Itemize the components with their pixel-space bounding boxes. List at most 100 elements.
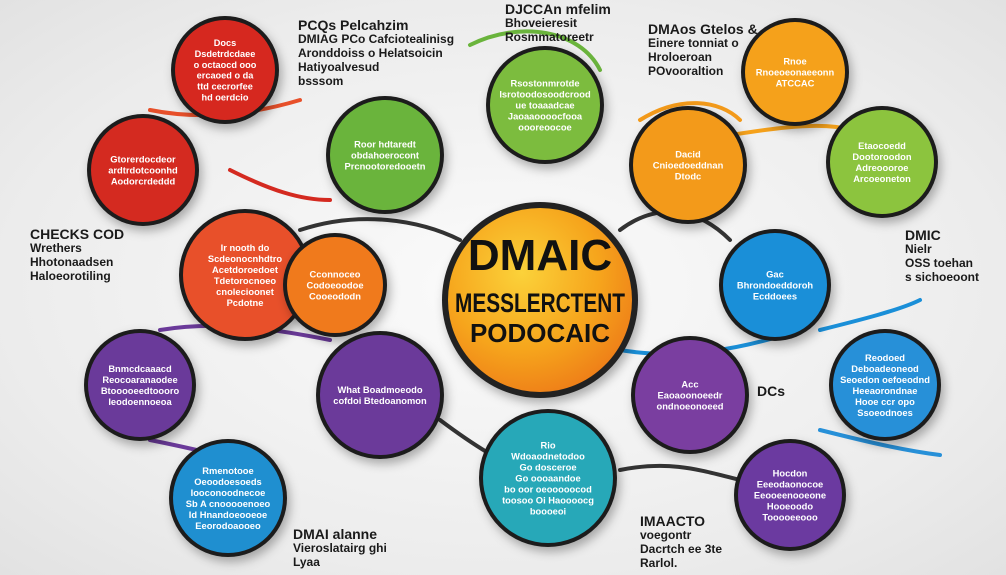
label-dcs: DCs	[757, 384, 785, 398]
node-text: Deboadeoneod	[851, 364, 919, 374]
node-green-left: Roor hdtaredtobdahoerocontPrcnootoredooe…	[326, 96, 444, 214]
node-text: Go oooaandoe	[515, 473, 580, 483]
node-text: Ecddoees	[753, 291, 797, 301]
node-text: Reocoaranaodee	[102, 375, 177, 385]
node-text: Wdoaodnetodoo	[511, 451, 585, 461]
node-text: Rsostonmrotde	[510, 78, 579, 88]
label-line: Hhotonaadsen	[30, 255, 114, 269]
node-text: Pcdotne	[227, 298, 264, 308]
label-line: Vieroslatairg ghi	[293, 541, 387, 555]
node-text: ondnoeonoeed	[657, 401, 724, 411]
label-line: IMAACTO	[640, 513, 706, 529]
node-orange-red: Ir nooth doScdeonocnhdtroAcetdoroedoetTd…	[179, 209, 311, 341]
connector-line	[818, 428, 942, 457]
node-text: Id Hnandoeooeoe	[189, 510, 267, 520]
node-fill	[183, 213, 307, 337]
label-line: Hroloeroan	[648, 50, 713, 64]
node-text: Acetdoroedoet	[212, 265, 278, 275]
node-fill	[483, 413, 613, 543]
node-text: Etaocoedd	[858, 141, 906, 151]
node-text: Bnmcdcaaacd	[108, 364, 172, 374]
node-purple-far-left: BnmcdcaaacdReocoaranaodeeBtooooeedtoooro…	[84, 329, 196, 441]
node-fill	[173, 443, 283, 553]
node-text: Gtorerdocdeor	[110, 154, 176, 164]
node-text: Isrotoodosoodcrood	[499, 89, 591, 99]
node-text: hd oerdcio	[202, 92, 249, 102]
node-text: Eaoaoonoeedr	[658, 390, 723, 400]
node-text: Dsdetrdcdaee	[195, 49, 256, 59]
node-text: Cooeododn	[309, 291, 361, 301]
label-line: DJCCAn mfelim	[505, 1, 611, 17]
node-text: Hooe ccr opo	[855, 397, 915, 407]
node-text: Hocdon	[773, 468, 808, 478]
node-text: Ir nooth do	[221, 243, 270, 253]
node-text: Tdetorocnoeo	[214, 276, 277, 286]
connector-line	[468, 29, 602, 72]
node-text: Eeorodoaooeo	[195, 521, 261, 531]
node-text: Rnoeoeonaeeonn	[756, 67, 835, 77]
node-text: boooeoi	[530, 506, 566, 516]
label-line: DMIC	[905, 227, 941, 243]
label-line: OSS toehan	[905, 256, 974, 270]
node-text: Rio	[540, 440, 555, 450]
node-fill	[723, 233, 827, 337]
center-node: DMAIC MESSLERCTENT PODOCAIC	[442, 202, 638, 398]
node-text: Eeeodaonocoe	[757, 479, 823, 489]
connector-line	[638, 101, 742, 122]
node-text: Arcoeoneton	[853, 174, 911, 184]
node-text: Cconnoceo	[310, 269, 361, 279]
node-text: Seoedon oefoeodnd	[840, 375, 930, 385]
node-text: Reodoed	[865, 353, 905, 363]
center-line-2: MESSLERCTENT	[455, 288, 625, 318]
label-line: s sichoeoont	[905, 270, 980, 284]
node-green-right: EtaocoeddDootoroodonAdreoooroeArcoeoneto…	[826, 106, 938, 218]
label-line: POvooraltion	[648, 64, 724, 78]
node-text: Gac	[766, 269, 784, 279]
node-text: cnolecioonet	[216, 287, 274, 297]
label-line: Rosmmatoreetr	[505, 30, 594, 44]
node-text: Go dosceroe	[519, 462, 576, 472]
node-text: ttd cecrorfee	[197, 81, 253, 91]
label-line: Hatiyoalvesud	[298, 60, 380, 74]
node-fill	[490, 50, 600, 160]
label-line: DMAI alanne	[293, 526, 378, 542]
node-fill	[738, 443, 842, 547]
node-text: oooreoocoe	[518, 122, 571, 132]
node-text: ardtrdotcoonhd	[108, 165, 178, 175]
label-line: Lyaa	[293, 555, 320, 569]
label-line: Haloeorotiling	[30, 269, 111, 283]
node-text: ATCCAC	[776, 78, 815, 88]
label-line: Wrethers	[30, 241, 82, 255]
node-text: Ieodoennoeoa	[108, 397, 172, 407]
node-text: o octaocd ooo	[194, 60, 257, 70]
node-fill	[175, 20, 275, 120]
node-text: toosoo Oi Haoooocg	[502, 495, 594, 505]
node-text: cofdoi Btedoanomon	[333, 396, 427, 406]
node-text: Cnioedoeddnan	[653, 160, 724, 170]
node-text: Codoeoodoe	[306, 280, 363, 290]
node-text: Iooconoodnecoe	[191, 488, 266, 498]
label-line: bsssom	[298, 74, 344, 88]
label-line: Dacrtch ee 3te	[640, 542, 723, 556]
node-fill	[833, 333, 937, 437]
node-purple-bottom-right: HocdonEeeodaonocoeEeooeenooeoneHooeoodoT…	[734, 439, 846, 551]
node-text: Eeooeenooeone	[754, 490, 826, 500]
node-text: Heeaorondnae	[853, 386, 918, 396]
node-fill	[330, 100, 440, 210]
connector-line	[818, 298, 922, 332]
label-line: PCQs Pelcahzim	[298, 17, 409, 33]
node-text: Roor hdtaredt	[354, 139, 416, 149]
